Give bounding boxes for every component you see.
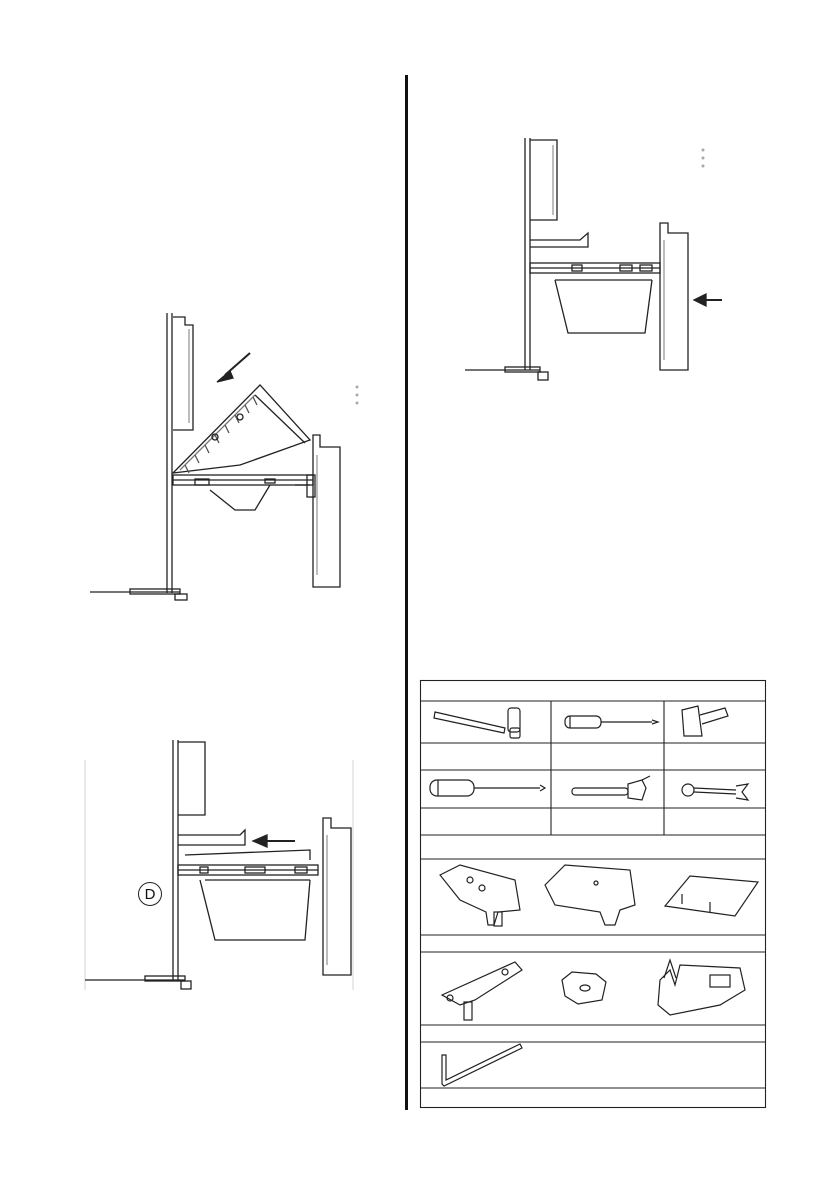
phillips-screwdriver-icon	[565, 716, 658, 728]
putty-knife-icon	[682, 706, 728, 736]
upper-hinge-bracket-icon	[440, 865, 520, 926]
socket-wrench-icon	[434, 708, 520, 738]
drawer-insert-figure	[85, 740, 360, 995]
lower-hinge-bracket-icon	[442, 962, 522, 1020]
callout-label-d: D	[138, 882, 162, 906]
flathead-screwdriver-icon	[430, 780, 545, 796]
hinge-spacer-icon	[562, 972, 606, 1004]
drawer-push-in-figure	[460, 135, 735, 385]
hinge-cover-plate-icon	[665, 876, 758, 916]
open-end-spanner-icon	[682, 784, 748, 800]
drawer-removal-tilt-figure	[85, 305, 360, 605]
door-stopper-icon	[658, 960, 745, 1015]
allen-key-icon	[442, 1044, 522, 1086]
hinge-cover-icon	[545, 865, 635, 925]
column-divider	[405, 75, 408, 1110]
tools-and-parts-table	[420, 680, 766, 1108]
adjustable-wrench-icon	[572, 776, 650, 800]
